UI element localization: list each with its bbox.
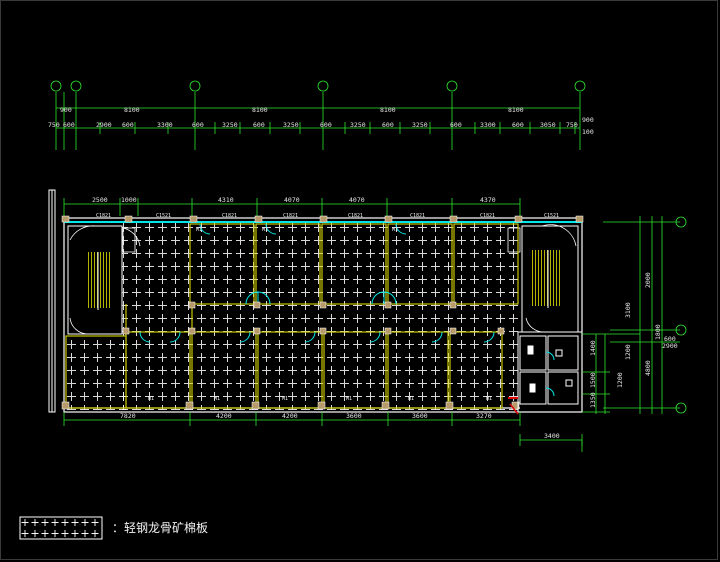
room-dim-1: 1000 [121,196,137,204]
svg-text:600: 600 [320,121,332,129]
room-dim-4: 4070 [349,196,365,204]
bottom-dim-1: 4200 [216,412,232,420]
svg-text:4800: 4800 [644,360,652,376]
top-dim-row1-2: 8100 [252,106,268,114]
top-dim-row2: 750 600 2900 600 3300 600 3250 600 3250 … [48,121,578,129]
door-tag-3: M1 [148,396,154,402]
svg-text:600: 600 [382,121,394,129]
structural-columns [61,215,584,410]
legend-swatch [19,516,103,540]
svg-text:600: 600 [512,121,524,129]
stair-right [507,224,579,333]
svg-text:1350: 1350 [589,392,597,408]
svg-text:600: 600 [122,121,134,129]
room-dimension-line [63,198,521,216]
bottom-dim-0: 7820 [120,412,136,420]
top-dim-right-0: 900 [582,116,594,124]
svg-text:3250: 3250 [283,121,299,129]
window-tag-5: C1821 [410,213,425,219]
svg-text:2000: 2000 [644,272,652,288]
room-dim-0: 2500 [92,196,108,204]
svg-text:3250: 3250 [350,121,366,129]
svg-text:2900: 2900 [96,121,112,129]
door-tag-7: M1 [408,396,414,402]
window-tag-1: C1521 [156,213,171,219]
door-tag-6: M1 [346,396,352,402]
bottom-dimension-line [63,412,583,446]
svg-text:1500: 1500 [589,372,597,388]
svg-text:750: 750 [48,121,60,129]
right-dims-text: 2000 3100 1800 600 1200 2900 4800 1400 1… [589,272,678,408]
svg-text:1200: 1200 [624,344,632,360]
window-tag-2: C1821 [222,213,237,219]
axis-bubbles-right [675,216,687,414]
top-dim-row1-4: 8100 [508,106,524,114]
toilet-width-dim: 3400 [544,432,560,440]
bottom-dim-5: 3270 [476,412,492,420]
window-tag-6: C1821 [480,213,495,219]
top-dim-row1-1: 8100 [124,106,140,114]
svg-text:1200: 1200 [616,372,624,388]
top-dimension-lines [55,92,581,150]
svg-text:600: 600 [253,121,265,129]
door-tag-4: M1 [214,396,220,402]
svg-text:3300: 3300 [480,121,496,129]
top-dim-right-1: 100 [582,128,594,136]
door-tag-2: M1 [392,227,398,233]
top-dim-row1-3: 8100 [380,106,396,114]
svg-text:750: 750 [566,121,578,129]
svg-text:3050: 3050 [540,121,556,129]
bottom-dim-2: 4200 [282,412,298,420]
legend-label: ：轻钢龙骨矿棉板 [112,521,208,535]
bottom-dim-4: 3600 [412,412,428,420]
right-dimension-lines [581,216,680,452]
door-tag-0: M1 [196,227,202,233]
svg-text:3250: 3250 [222,121,238,129]
svg-text:3250: 3250 [412,121,428,129]
window-tag-7: C1521 [544,213,559,219]
window-tag-3: C1821 [283,213,298,219]
svg-text:600: 600 [450,121,462,129]
left-wall-stub [48,189,56,413]
bottom-dim-3: 3600 [346,412,362,420]
svg-text:1800: 1800 [654,324,662,340]
toilet-block [508,331,583,415]
room-dim-3: 4070 [284,196,300,204]
window-tag-4: C1821 [348,213,363,219]
svg-text:2900: 2900 [662,342,678,350]
stair-left [67,225,141,335]
room-dim-5: 4370 [480,196,496,204]
top-dim-row1-0: 900 [60,106,72,114]
room-partitions [65,223,519,409]
door-tag-5: M1 [282,396,288,402]
svg-text:3300: 3300 [157,121,173,129]
svg-text:600: 600 [192,121,204,129]
svg-text:600: 600 [664,335,676,343]
svg-text:1400: 1400 [589,340,597,356]
window-tag-0: C1821 [96,213,111,219]
svg-text:600: 600 [63,121,75,129]
door-tag-8: M1 [486,396,492,402]
room-dim-2: 4310 [218,196,234,204]
axis-bubbles-top [50,80,586,92]
legend: ：轻钢龙骨矿棉板 [19,516,208,540]
svg-text:3100: 3100 [624,302,632,318]
door-tag-1: M1 [262,227,268,233]
